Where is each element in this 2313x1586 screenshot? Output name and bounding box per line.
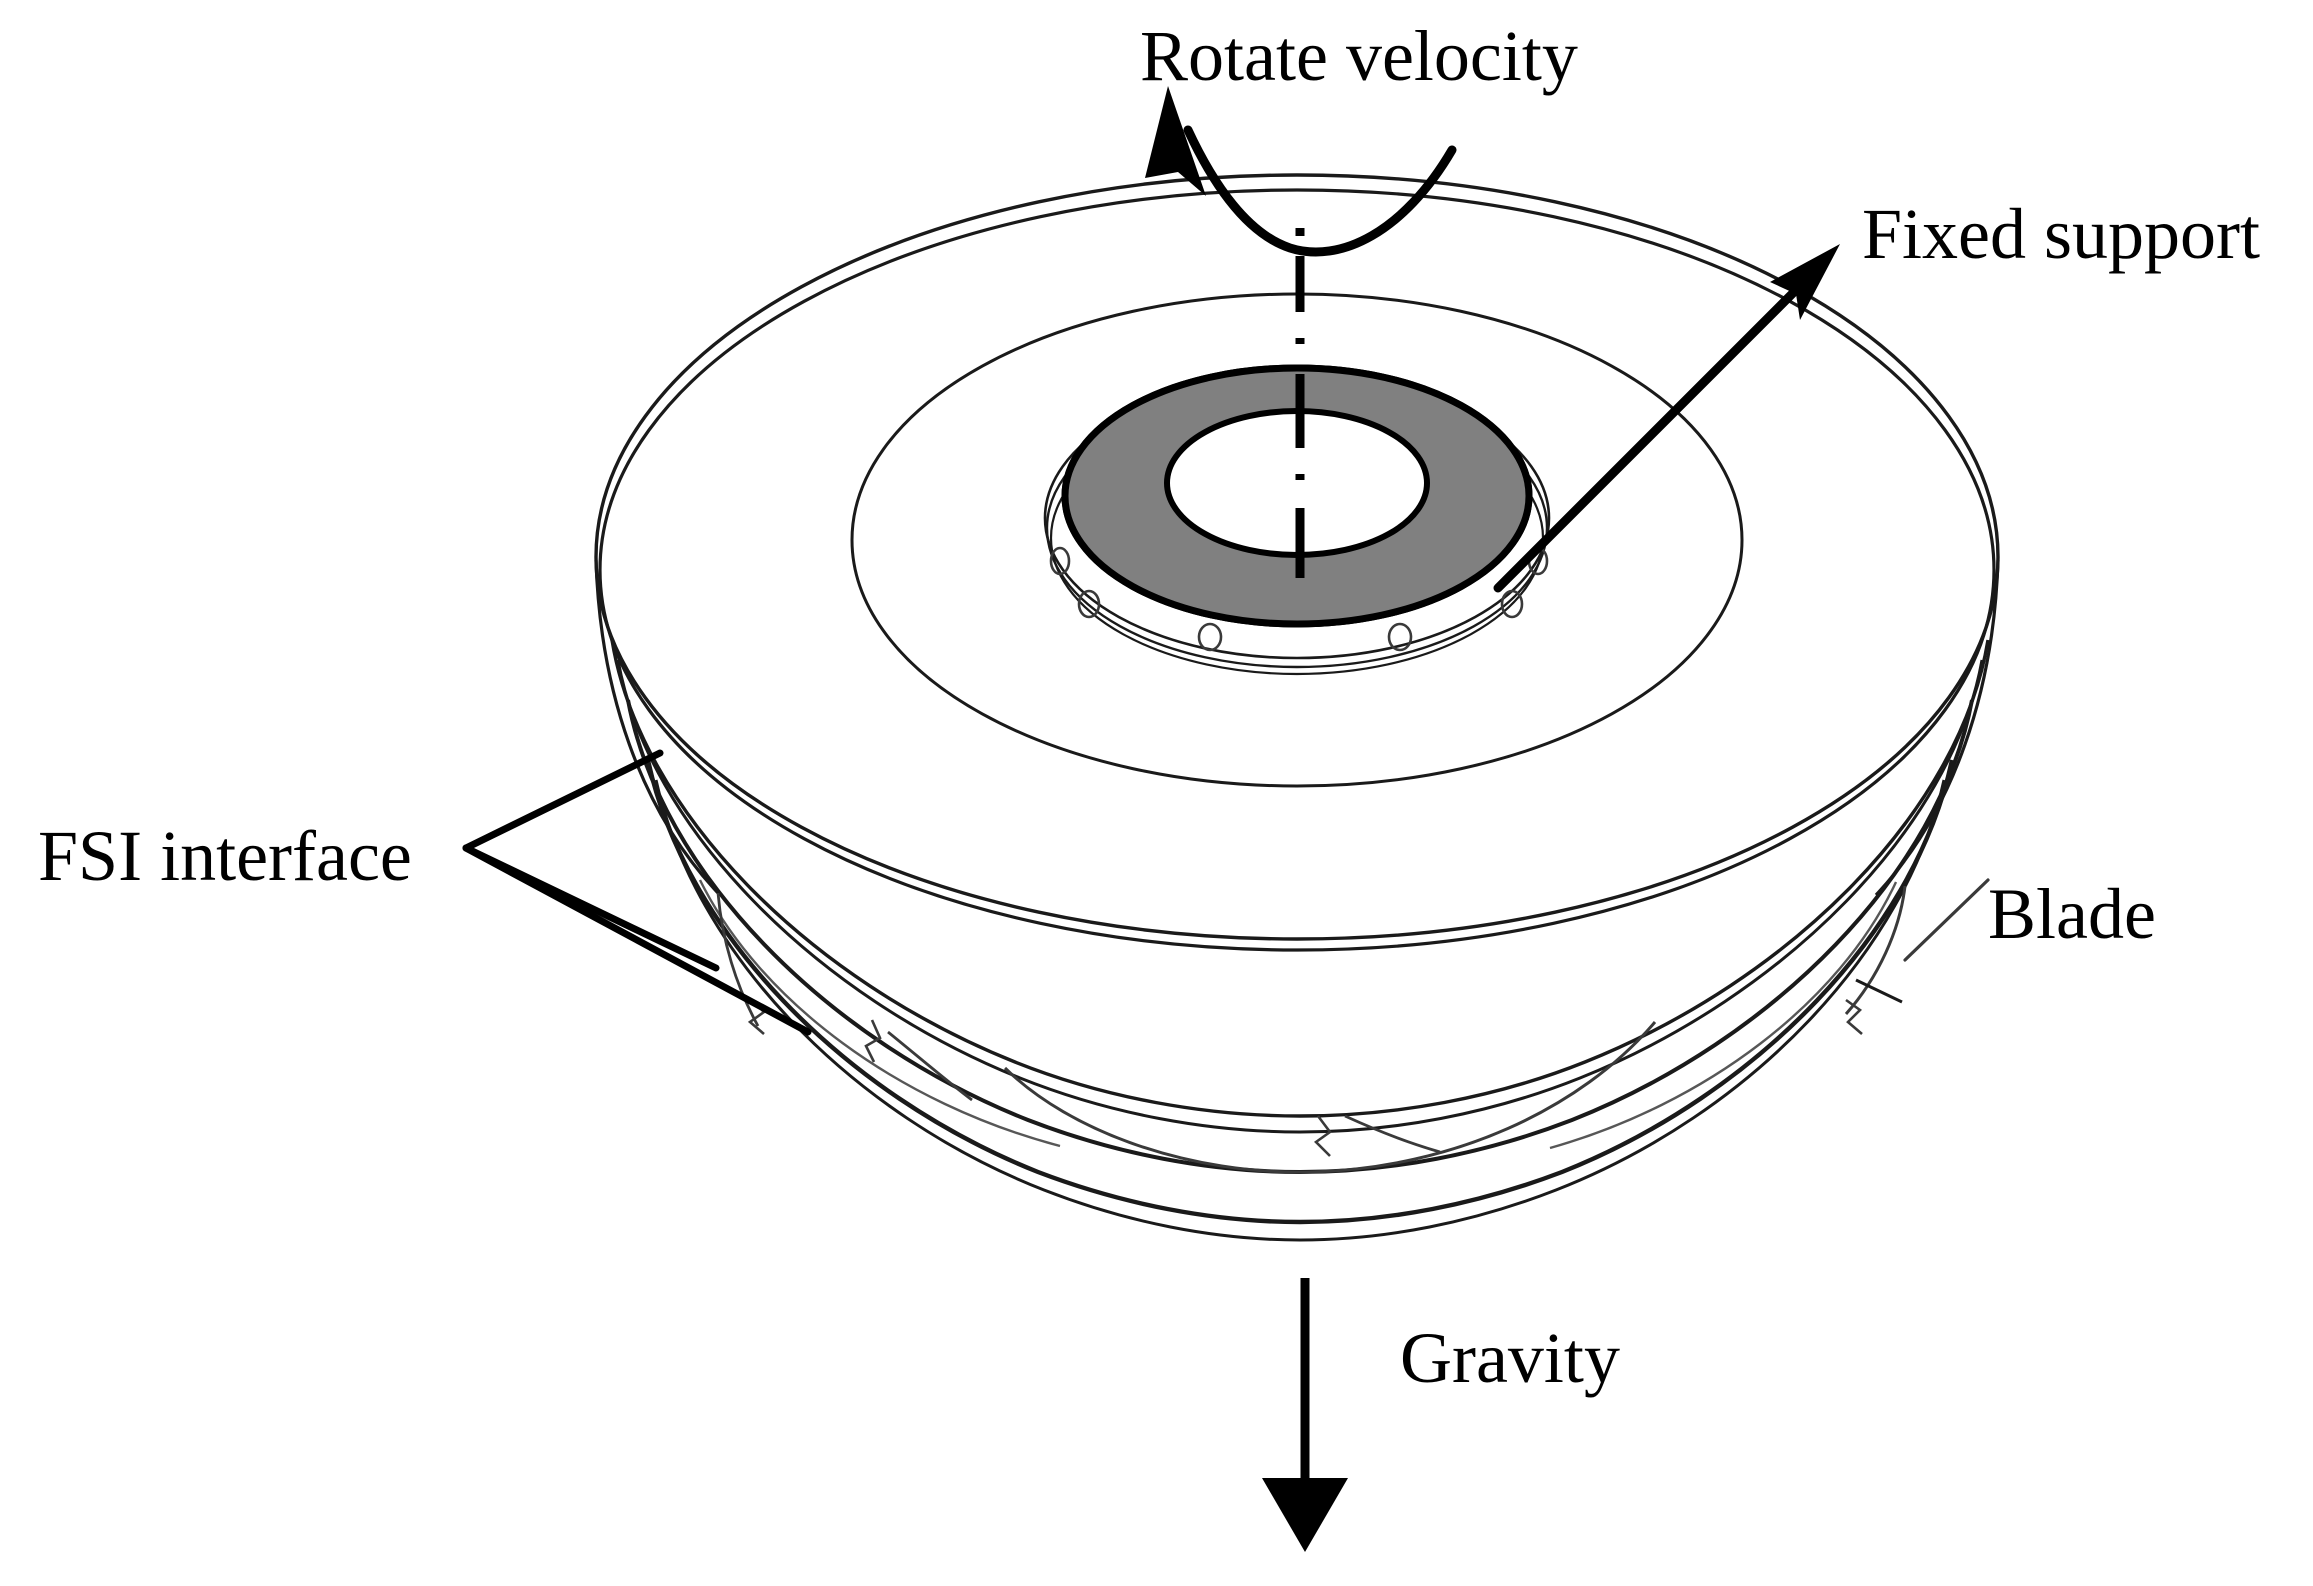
rotate-velocity-arc (1183, 125, 1457, 257)
rotate-velocity-arrow-group (1145, 86, 1457, 257)
blades (698, 879, 1907, 1174)
gravity-label: Gravity (1400, 1318, 1620, 1398)
blade-trailing-edge-left (887, 1030, 973, 1102)
rear-shroud-silhouette (645, 759, 1955, 1225)
blade-profile-left (716, 892, 760, 1027)
blade-arc-center (1003, 1021, 1657, 1174)
rear-shroud-bottom-edge (654, 779, 1946, 1242)
blade-leader-line (1903, 878, 1990, 962)
fsi-interface-leaders (462, 749, 812, 1036)
gravity-arrow-group (1262, 1278, 1348, 1552)
fixed-support-arrowhead (1770, 244, 1840, 320)
fixed-support-label: Fixed support (1862, 194, 2261, 274)
blade-outlet-right-tick (1845, 998, 1863, 1035)
front-shroud-edge-left (594, 559, 720, 895)
rotate-velocity-label: Rotate velocity (1140, 16, 1578, 96)
rear-shroud-outline (600, 560, 1990, 894)
outlet-lip-upper-2 (616, 659, 1984, 1134)
bolt-hole (1197, 622, 1223, 652)
fixed-support-arrow-group (1493, 244, 1840, 593)
outlet-lip-upper (610, 639, 1990, 1118)
blade-outlet-right-leader (1855, 978, 1903, 1004)
front-shroud-top (594, 173, 2000, 952)
passage-curve-inner (698, 879, 1061, 1148)
fsi-leader-lower (462, 844, 812, 1036)
passage-curve-inner-right (1549, 881, 1898, 1150)
blade-edge-right-tick (1313, 1115, 1332, 1157)
gravity-arrowhead (1262, 1478, 1348, 1552)
impeller-body (597, 552, 1993, 894)
rotate-velocity-arrowhead (1145, 86, 1206, 196)
outer-edge-upper-ellipse (594, 173, 2000, 941)
blade-trailing-edge-right (1344, 1114, 1441, 1154)
bolt-hole (1387, 622, 1413, 652)
bolt-hole (1049, 546, 1071, 576)
outer-edge-lower-ellipse (598, 188, 1996, 952)
blade-outlet-right (1844, 885, 1907, 1015)
fixed-support-arrow-line (1493, 281, 1805, 593)
blade-label: Blade (1988, 874, 2156, 954)
fixed-support-annulus-render (1061, 364, 1533, 628)
fsi-leader-upper (462, 749, 664, 852)
blade-edge-left-tick (864, 1019, 882, 1063)
bolt-hole (1077, 589, 1101, 619)
fsi-interface-label: FSI interface (38, 816, 412, 896)
impeller-side-band (594, 559, 2000, 1242)
blade-leader-group (1903, 878, 1990, 962)
bolt-hole (1500, 589, 1524, 619)
